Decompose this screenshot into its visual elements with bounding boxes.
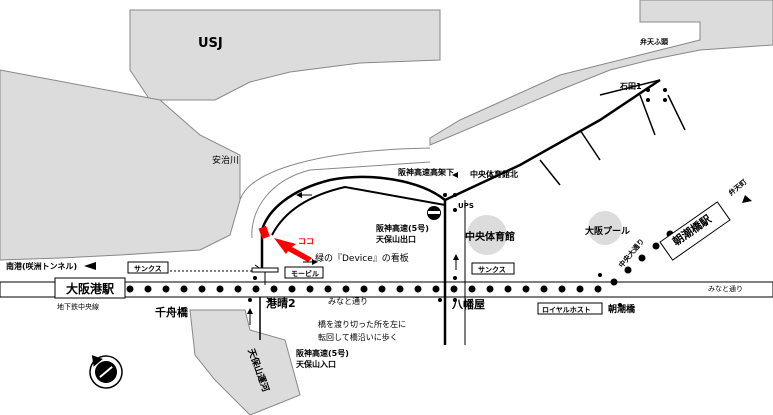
- label-mobil: モービル: [291, 269, 319, 278]
- label-tenpozan-exit: 天保山出口: [376, 234, 416, 244]
- label-royal-host: ロイヤルホスト: [542, 306, 591, 314]
- label-minato-dori-1: みなと通り: [328, 296, 368, 306]
- label-sennichi: 千舟橋: [155, 305, 189, 319]
- bay-area: [0, 69, 241, 261]
- shore-line-2: [251, 161, 431, 239]
- label-chuo-odori: 中央大通り: [617, 237, 646, 270]
- label-sunkus-mid: サンクス: [478, 265, 506, 274]
- side-road-4: [667, 94, 686, 131]
- sunkus-left-box: [127, 261, 169, 274]
- side-road-3: [639, 94, 656, 136]
- osakako-station-box: [54, 277, 126, 299]
- arrow-right-small: [312, 259, 318, 265]
- label-device-sign: 緑の『Device』の看板: [315, 252, 409, 264]
- shore-line: [239, 147, 431, 201]
- label-asashio: 朝潮橋: [608, 303, 636, 315]
- arrow-up-icon-2: [453, 254, 459, 260]
- usj-area: [129, 9, 441, 101]
- arrow-left-small: [296, 192, 302, 198]
- label-osaka-pool: 大阪プール: [585, 225, 630, 237]
- label-hanshin-exit: 阪神高速(5号): [376, 223, 429, 233]
- arrow-right-icon: [742, 195, 752, 203]
- mobil-box: [284, 266, 324, 279]
- side-road-6: [539, 159, 561, 186]
- poi-dots: [248, 88, 667, 307]
- arrow-left-small-2: [452, 172, 458, 178]
- label-chuo-north: 中央体育館北: [470, 169, 518, 179]
- label-nanko-tunnel: 南港(咲洲トンネル): [6, 261, 77, 271]
- label-minato-dori-2: みなと通り: [708, 284, 743, 293]
- label-ups: UPS: [458, 202, 474, 210]
- label-ishida1: 石田1: [619, 82, 642, 91]
- canal-area: [189, 309, 301, 415]
- label-usj: USJ: [198, 36, 223, 51]
- label-tenpozan-entrance: 天保山入口: [296, 359, 336, 369]
- side-road-5: [579, 129, 601, 161]
- osaka-pool-circle: [588, 211, 622, 245]
- arrow-left-icon: [84, 262, 96, 270]
- label-hachimanya: 八幡屋: [451, 297, 485, 311]
- bridge-deck: [251, 267, 279, 273]
- sunkus-mid-box: [471, 262, 515, 275]
- compass-icon: [89, 355, 123, 389]
- label-bridge-note-1: 橋を渡り切った所を左に: [318, 319, 406, 329]
- label-hanshin-entrance: 阪神高速(5号): [296, 348, 349, 358]
- label-bridge-note-2: 転回して橋沿いに歩く: [318, 332, 398, 342]
- chuo-gym-circle: [467, 215, 507, 255]
- label-chuo-gym: 中央体育館: [465, 230, 515, 243]
- label-hanshin-under: 阪神高速高架下: [398, 167, 454, 177]
- red-arrow: [274, 238, 312, 262]
- destination-marker: [258, 225, 270, 240]
- label-ajigawa: 安治川: [212, 154, 239, 166]
- label-minatoharu: 港晴2: [266, 296, 296, 310]
- label-bentenfuto: 弁天ふ頭: [640, 37, 669, 46]
- asashio-station-box: [659, 201, 731, 261]
- hanshin-ramp: [271, 185, 446, 236]
- label-koko: ココ: [298, 237, 314, 246]
- label-subway-line: 地下鉄中央線: [57, 302, 99, 311]
- water-upper-right: [429, 0, 773, 146]
- label-bentencho: 弁天町: [727, 177, 749, 197]
- label-sunkus-left: サンクス: [134, 264, 162, 273]
- side-road-7: [599, 79, 661, 96]
- royal-host-box: [537, 302, 603, 315]
- label-osakako-eki: 大阪港駅: [66, 281, 115, 296]
- arrow-up-icon: [247, 308, 253, 314]
